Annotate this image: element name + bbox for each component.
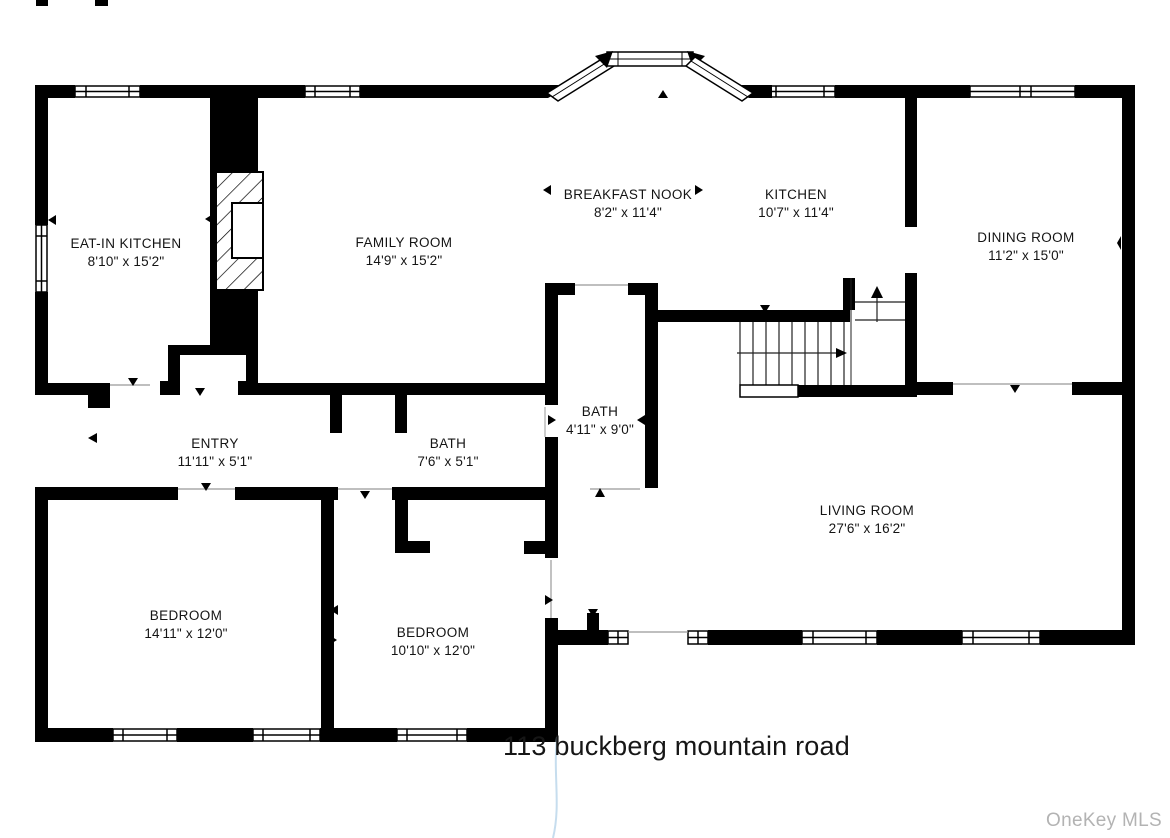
room-label-entry: ENTRY 11'11" x 5'1"	[178, 435, 253, 471]
room-dims: 10'7" x 11'4"	[758, 205, 834, 220]
door-markers	[48, 90, 1121, 645]
window-dining-top	[969, 85, 1076, 98]
room-name: BREAKFAST NOOK	[563, 187, 693, 202]
scan-artifact-line	[552, 736, 558, 838]
room-label-eat-in-kitchen: EAT-IN KITCHEN 8'10" x 15'2"	[70, 235, 181, 271]
window-family-top	[304, 85, 361, 98]
room-dims: 14'11" x 12'0"	[144, 626, 228, 641]
bedroom2-door-marker	[360, 491, 370, 499]
room-label-family-room: FAMILY ROOM 14'9" x 15'2"	[356, 234, 453, 270]
mls-watermark: OneKey MLS	[1046, 810, 1162, 831]
bay-window	[525, 51, 772, 102]
room-dims: 4'11" x 9'0"	[566, 422, 634, 437]
room-label-bedroom-2: BEDROOM 10'10" x 12'0"	[391, 624, 475, 660]
bath-door-marker	[548, 415, 556, 425]
room-label-kitchen: KITCHEN 10'7" x 11'4"	[758, 186, 834, 222]
room-name: FAMILY ROOM	[355, 235, 453, 250]
room-label-dining-room: DINING ROOM 11'2" x 15'0"	[977, 229, 1074, 265]
room-label-living-room: LIVING ROOM 27'6" x 16'2"	[820, 502, 914, 538]
window-kitchen-top	[764, 85, 836, 98]
room-name: EAT-IN KITCHEN	[70, 236, 182, 251]
room-label-bedroom-1: BEDROOM 14'11" x 12'0"	[144, 607, 227, 643]
window-bedroom1-b	[252, 728, 321, 742]
room-dims: 11'2" x 15'0"	[988, 248, 1064, 263]
kitchen-doorway-marker	[760, 305, 770, 313]
window-living-2	[961, 630, 1041, 645]
room-name: ENTRY	[191, 436, 239, 451]
exterior-walls	[35, 0, 1135, 742]
window-living-1	[801, 630, 878, 645]
room-dims: 8'2" x 11'4"	[594, 205, 662, 220]
window-bedroom1-a	[112, 728, 178, 742]
room-name: BATH	[429, 436, 467, 451]
stair-railing	[739, 384, 799, 398]
room-dims: 11'11" x 5'1"	[177, 454, 253, 469]
firebox	[231, 202, 264, 259]
window-living-small-2	[687, 630, 709, 645]
interior-walls	[35, 85, 1128, 742]
edge-artifact	[36, 0, 48, 6]
room-name: LIVING ROOM	[819, 503, 915, 518]
room-name: BATH	[581, 404, 619, 419]
room-name: KITCHEN	[764, 187, 828, 202]
room-dims: 14'9" x 15'2"	[365, 253, 443, 268]
opening-lines	[110, 284, 1072, 633]
room-label-breakfast-nook: BREAKFAST NOOK 8'2" x 11'4"	[564, 186, 692, 222]
fireplace-chimney	[210, 85, 264, 345]
edge-artifact	[95, 0, 108, 6]
room-label-bath-upper: BATH 4'11" x 9'0"	[566, 403, 634, 439]
staircase	[737, 278, 905, 398]
bedroom1-door-marker	[201, 483, 211, 491]
room-dims: 7'6" x 5'1"	[417, 454, 479, 469]
window-bedroom2	[396, 728, 468, 742]
front-door-marker	[88, 433, 97, 443]
address-title: 113 buckberg mountain road	[503, 731, 850, 761]
windows	[35, 85, 1076, 742]
room-dims: 8'10" x 15'2"	[87, 254, 165, 269]
window-living-small-1	[607, 630, 629, 645]
room-name: DINING ROOM	[977, 230, 1075, 245]
room-name: BEDROOM	[396, 625, 470, 640]
room-name: BEDROOM	[149, 608, 223, 623]
window-eat-in-top	[74, 85, 141, 98]
room-label-bath-hall: BATH 7'6" x 5'1"	[417, 435, 478, 471]
room-dims: 27'6" x 16'2"	[828, 521, 906, 536]
window-eat-in-left	[35, 224, 48, 293]
dining-opening-marker	[1010, 385, 1020, 393]
room-dims: 10'10" x 12'0"	[390, 643, 476, 658]
closet-door-marker	[195, 388, 205, 396]
